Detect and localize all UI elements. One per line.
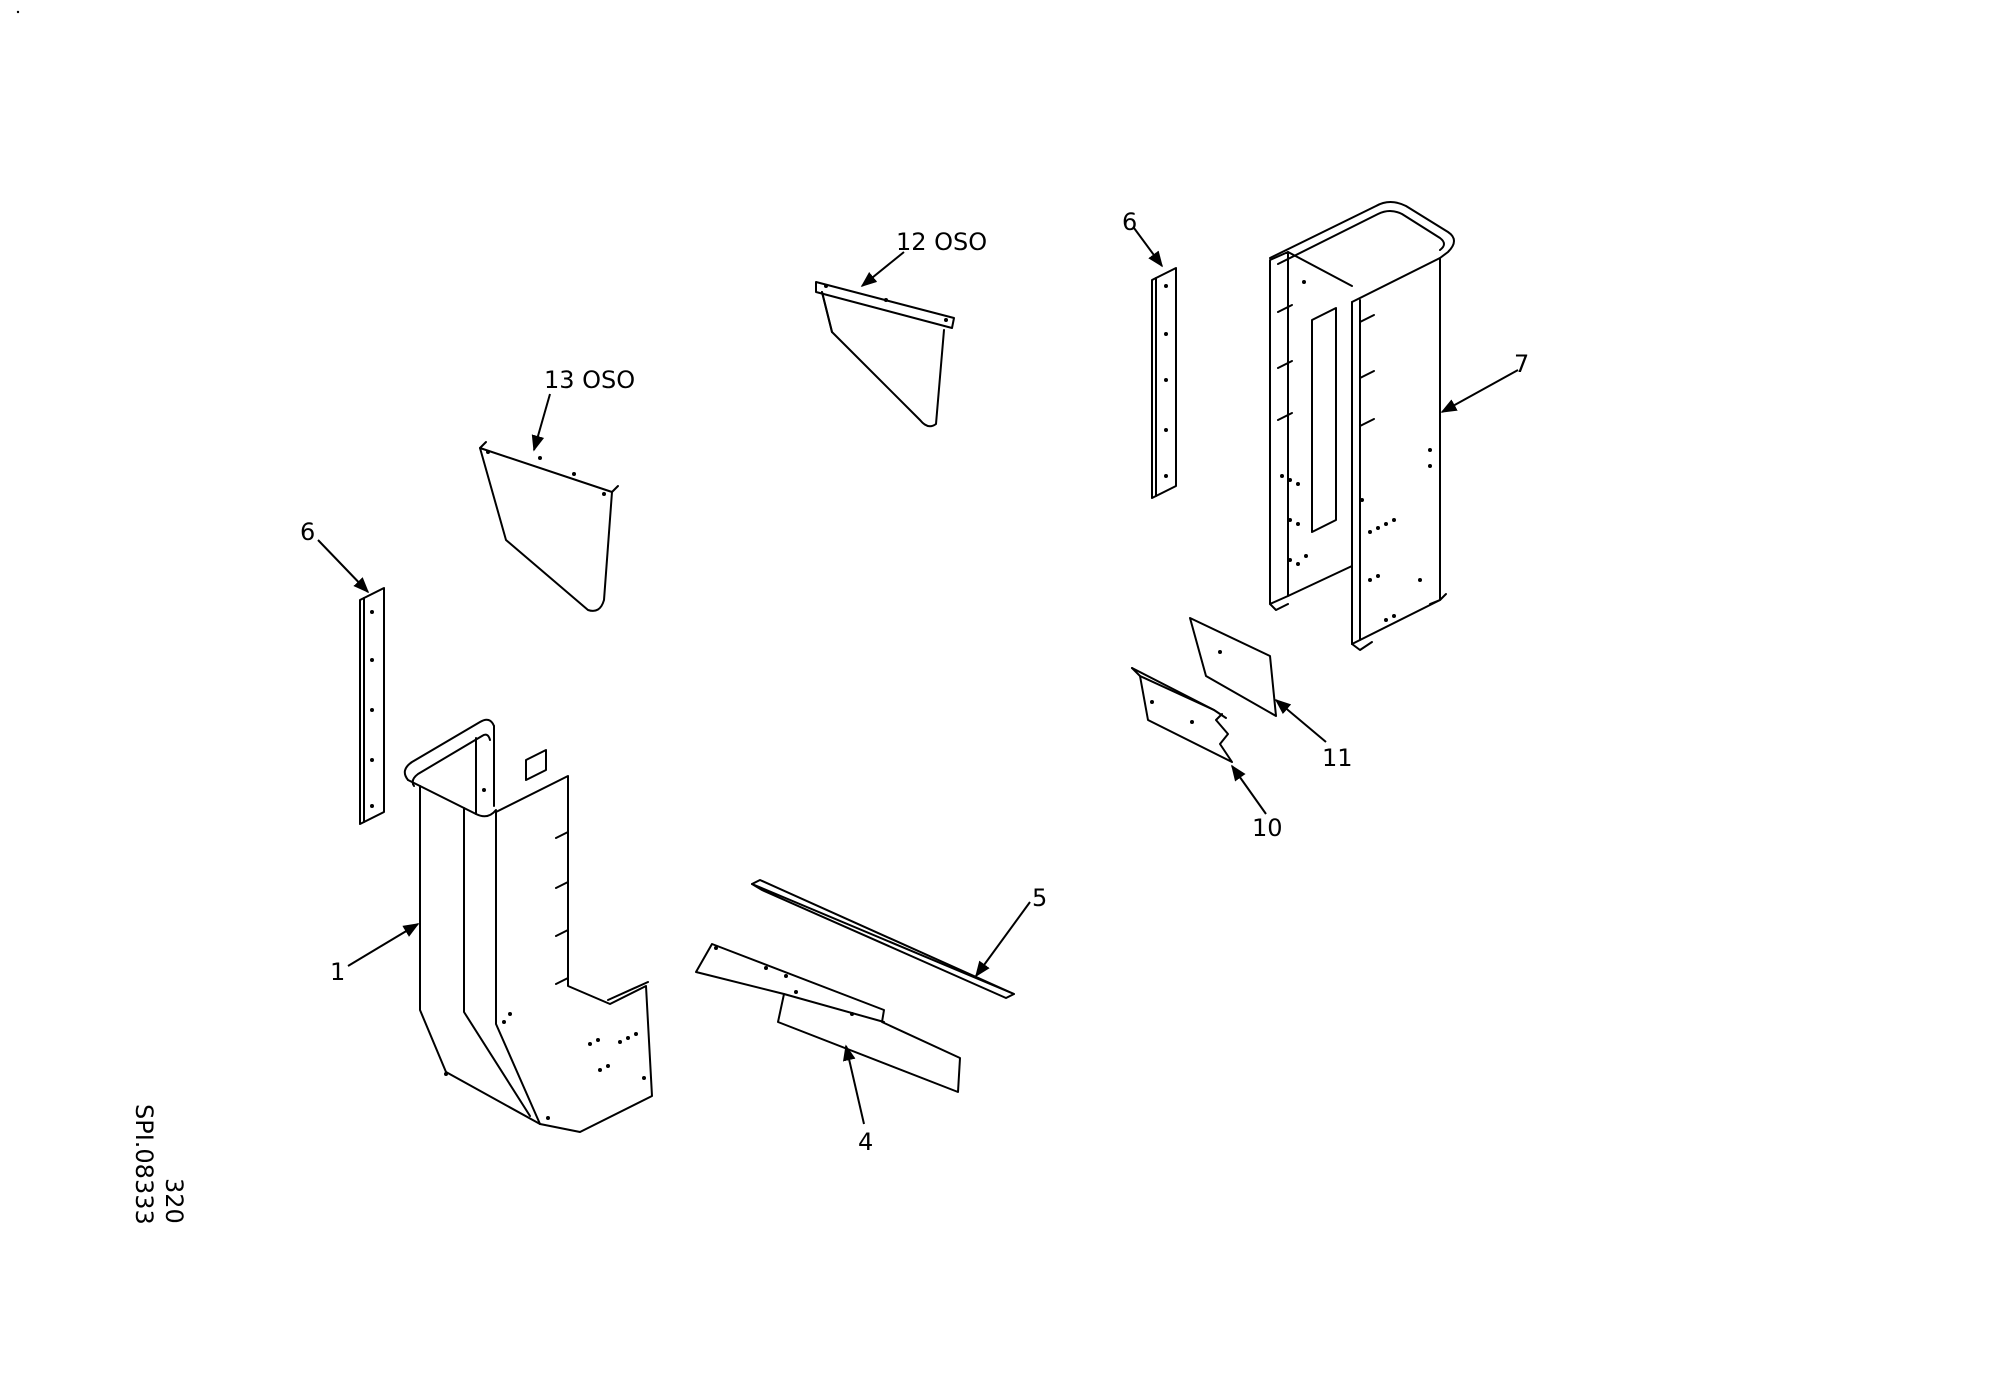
part-4-bracket: [695, 943, 961, 1093]
part-13-gusset: [479, 441, 619, 612]
corner-mark: [16, 10, 20, 14]
sheet-page: 320: [160, 1178, 188, 1224]
part-12-gusset: [815, 281, 955, 428]
leader-lines: [317, 227, 1519, 1125]
callout-7: 7: [1514, 350, 1529, 378]
part-5-strip: [751, 879, 1015, 999]
callout-11: 11: [1322, 744, 1353, 772]
part-7-frame: [1269, 201, 1455, 651]
callout-4: 4: [858, 1128, 873, 1156]
callout-10: 10: [1252, 814, 1283, 842]
part-11-plate: [1189, 617, 1277, 717]
part-6-right-strip: [1151, 267, 1177, 499]
callout-6-right: 6: [1122, 208, 1137, 236]
sheet-code: SPI.08333: [130, 1104, 158, 1225]
callout-5: 5: [1032, 884, 1047, 912]
callout-13: 13 OSO: [544, 366, 635, 394]
callout-6-left: 6: [300, 518, 315, 546]
callout-1: 1: [330, 958, 345, 986]
part-6-left-strip: [359, 587, 385, 825]
part-1-housing: [403, 718, 653, 1133]
callout-12: 12 OSO: [896, 228, 987, 256]
part-10-bracket: [1131, 667, 1233, 763]
